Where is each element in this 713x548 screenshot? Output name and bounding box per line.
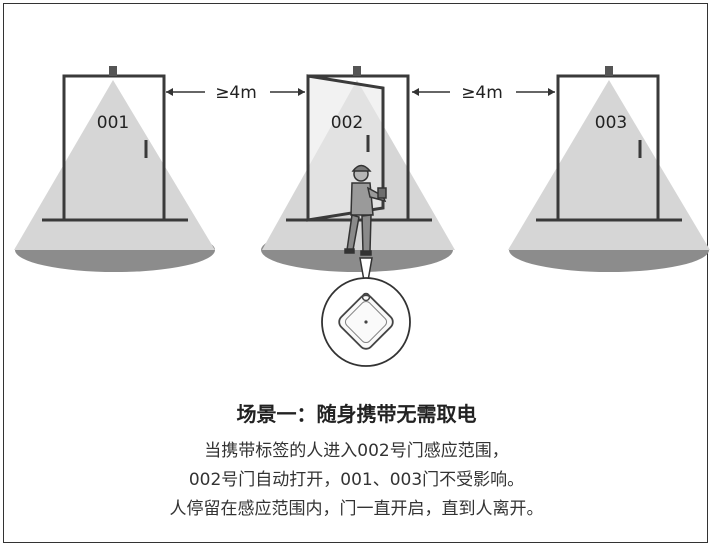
distance-marker-2: ≥4m xyxy=(412,83,555,103)
distance-label-2: ≥4m xyxy=(461,83,503,103)
distance-marker-1: ≥4m xyxy=(166,83,305,103)
scenario-title: 场景一：随身携带无需取电 xyxy=(236,402,477,426)
caption-line-2: 002号门自动打开，001、003门不受影响。 xyxy=(188,470,525,490)
sensor-icon xyxy=(353,66,361,76)
door-label-001: 001 xyxy=(97,113,129,133)
sensor-cone-001 xyxy=(14,80,215,250)
outer-border xyxy=(3,3,708,543)
caption-line-1: 当携带标签的人进入002号门感应范围， xyxy=(204,441,509,461)
callout-pointer xyxy=(359,257,373,293)
door-unit-001: 001 xyxy=(14,66,215,272)
distance-label-1: ≥4m xyxy=(215,83,257,103)
door-unit-002: 002 xyxy=(261,66,455,367)
door-label-002: 002 xyxy=(331,113,363,133)
door-unit-003: 003 xyxy=(508,66,710,272)
caption-line-3: 人停留在感应范围内，门一直开启，直到人离开。 xyxy=(169,499,544,519)
door-label-003: 003 xyxy=(595,113,627,133)
worker-icon xyxy=(344,164,387,256)
sensor-icon xyxy=(605,66,613,76)
sensor-icon xyxy=(109,66,117,76)
sensor-cone-003 xyxy=(508,80,710,250)
tag-icon xyxy=(338,292,394,350)
